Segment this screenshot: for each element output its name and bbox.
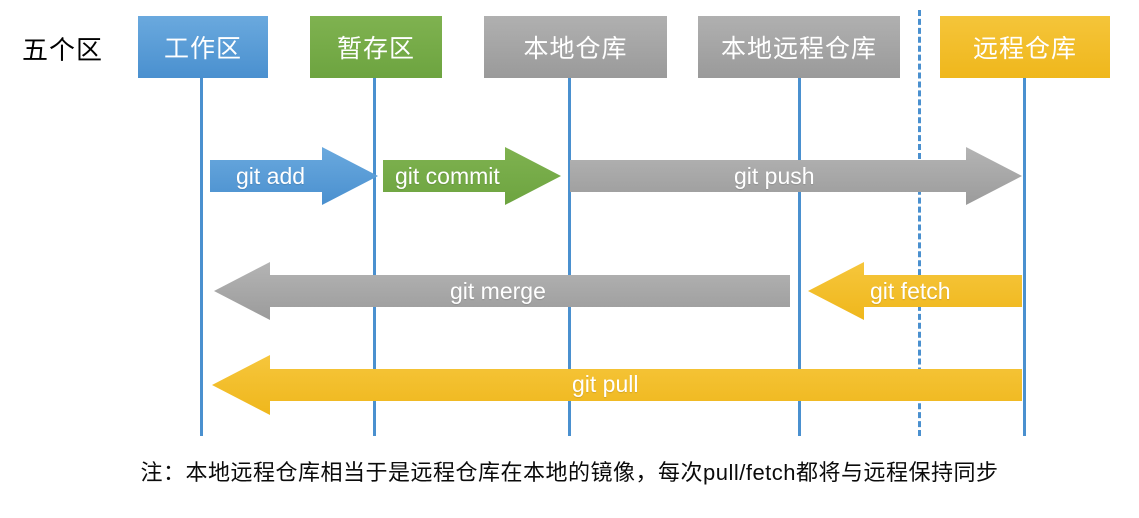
- arrow-git-pull[interactable]: git pull: [212, 355, 1022, 415]
- arrow-label-git-commit: git commit: [395, 163, 500, 189]
- lifeline-workspace: [200, 78, 203, 436]
- zone-label-local-remote: 本地远程仓库: [720, 35, 877, 63]
- side-label: 五个区: [22, 35, 104, 65]
- git-fetch-arrow-shape: [808, 262, 1022, 320]
- arrow-label-git-push: git push: [734, 163, 815, 189]
- arrow-git-fetch[interactable]: git fetch: [808, 262, 1022, 320]
- zone-label-remote-repo: 远程仓库: [972, 35, 1077, 63]
- arrow-label-git-pull: git pull: [572, 371, 639, 397]
- lifeline-local-remote: [798, 78, 801, 436]
- lifeline-local-repo: [568, 78, 571, 436]
- lifeline-staging: [373, 78, 376, 436]
- zone-box-remote-repo[interactable]: 远程仓库: [940, 16, 1110, 78]
- arrow-label-git-merge: git merge: [450, 278, 546, 304]
- zone-box-local-remote[interactable]: 本地远程仓库: [698, 16, 900, 78]
- zone-box-local-repo[interactable]: 本地仓库: [484, 16, 667, 78]
- arrow-git-commit[interactable]: git commit: [383, 147, 561, 205]
- zone-label-workspace: 工作区: [163, 35, 242, 63]
- git-merge-arrow-shape: [214, 262, 790, 320]
- zone-box-workspace[interactable]: 工作区: [138, 16, 268, 78]
- zone-box-staging[interactable]: 暂存区: [310, 16, 442, 78]
- git-push-arrow-shape: [570, 147, 1022, 205]
- lifeline-remote-repo: [1023, 78, 1026, 436]
- zone-label-staging: 暂存区: [336, 35, 415, 63]
- git-commit-arrow-shape: [383, 147, 561, 205]
- zone-label-local-repo: 本地仓库: [523, 35, 628, 63]
- arrow-git-add[interactable]: git add: [210, 147, 378, 205]
- git-add-arrow-shape: [210, 147, 378, 205]
- dashed-divider: [918, 10, 921, 436]
- arrow-git-push[interactable]: git push: [570, 147, 1022, 205]
- arrow-git-merge[interactable]: git merge: [214, 262, 790, 320]
- arrow-label-git-fetch: git fetch: [870, 278, 951, 304]
- footnote: 注：本地远程仓库相当于是远程仓库在本地的镜像，每次pull/fetch都将与远程…: [140, 460, 999, 485]
- arrow-label-git-add: git add: [236, 163, 306, 189]
- git-pull-arrow-shape: [212, 355, 1022, 415]
